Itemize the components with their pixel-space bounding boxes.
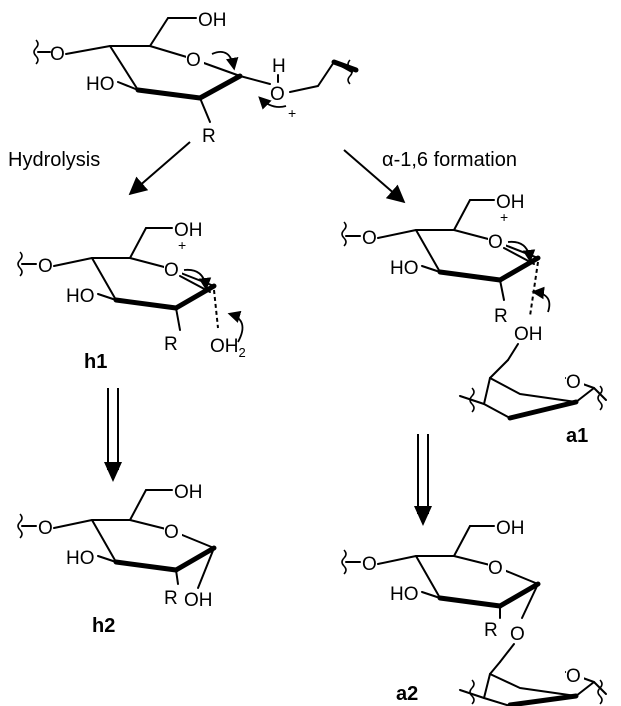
atom-oh: OH xyxy=(184,590,213,611)
atom-o: O xyxy=(38,518,53,539)
multistep-arrow-h xyxy=(104,388,122,482)
wavy-bond-icon xyxy=(597,385,603,411)
wavy-bond-icon xyxy=(469,387,475,413)
arrow-alpha-formation xyxy=(343,149,406,204)
atom-ho: HO xyxy=(86,74,115,95)
atom-o: O xyxy=(38,256,53,277)
atom-oh: OH xyxy=(174,482,203,503)
atom-o: O xyxy=(50,44,65,65)
atom-ring-o: O xyxy=(488,232,503,253)
wavy-bond-icon xyxy=(341,549,347,575)
atom-r: R xyxy=(164,588,178,609)
atom-r: R xyxy=(494,306,508,327)
atom-o: O xyxy=(362,228,377,249)
wavy-bond-icon xyxy=(17,251,23,277)
charge-plus: + xyxy=(288,105,296,121)
product-a2: O O OH HO R O O xyxy=(341,518,607,706)
atom-ho: HO xyxy=(390,258,419,279)
atom-o: O xyxy=(362,554,377,575)
curly-arrow-icon xyxy=(211,50,239,71)
atom-r: R xyxy=(484,620,498,641)
atom-r: R xyxy=(202,126,216,147)
atom-ring-o: O xyxy=(164,260,179,281)
label-h1: h1 xyxy=(84,351,107,373)
intermediate-a1: O O + OH HO R OH O xyxy=(341,192,607,421)
label-alpha-formation: α-1,6 formation xyxy=(382,149,517,171)
atom-ring-o: O xyxy=(164,522,179,543)
charge-plus: + xyxy=(500,209,508,225)
wavy-bond-icon xyxy=(17,513,23,539)
atom-ho: HO xyxy=(66,548,95,569)
atom-oh: OH xyxy=(198,10,227,31)
label-h2: h2 xyxy=(92,615,115,637)
wavy-bond-icon xyxy=(469,679,475,705)
atom-oh: OH xyxy=(496,518,525,539)
wavy-bond-icon xyxy=(33,39,39,65)
atom-oh: OH xyxy=(174,220,203,241)
atom-ho: HO xyxy=(66,286,95,307)
substrate-glucoside: O O OH HO R O H + xyxy=(33,10,359,147)
curly-arrow-icon xyxy=(227,310,244,343)
atom-oh2: OH2 xyxy=(210,336,246,360)
atom-ring-o: O xyxy=(488,558,503,579)
curly-arrow-icon xyxy=(183,268,212,291)
atom-ring-o: O xyxy=(566,372,581,393)
wavy-bond-icon xyxy=(347,59,353,85)
curly-arrow-icon xyxy=(258,96,287,110)
product-h2: O O OH HO R OH xyxy=(17,482,217,611)
wavy-bond-icon xyxy=(597,679,603,705)
curly-arrow-icon xyxy=(531,286,551,313)
curly-arrow-icon xyxy=(507,240,536,263)
atom-h: H xyxy=(272,56,286,77)
multistep-arrow-a xyxy=(414,434,432,526)
wavy-bond-icon xyxy=(341,221,347,247)
label-hydrolysis: Hydrolysis xyxy=(8,149,100,171)
arrow-hydrolysis xyxy=(128,141,191,196)
label-a1: a1 xyxy=(566,425,588,447)
atom-ring-o: O xyxy=(566,666,581,687)
atom-r: R xyxy=(164,334,178,355)
atom-ring-o: O xyxy=(186,50,201,71)
atom-ho: HO xyxy=(390,584,419,605)
atom-o-glycosidic: O xyxy=(510,624,525,645)
atom-oh: OH xyxy=(496,192,525,213)
atom-oh: OH xyxy=(514,324,543,345)
label-a2: a2 xyxy=(396,683,418,705)
intermediate-h1: O O + OH HO R OH2 xyxy=(17,220,246,360)
charge-plus: + xyxy=(178,237,186,253)
atom-o-glycosidic: O xyxy=(270,84,285,105)
